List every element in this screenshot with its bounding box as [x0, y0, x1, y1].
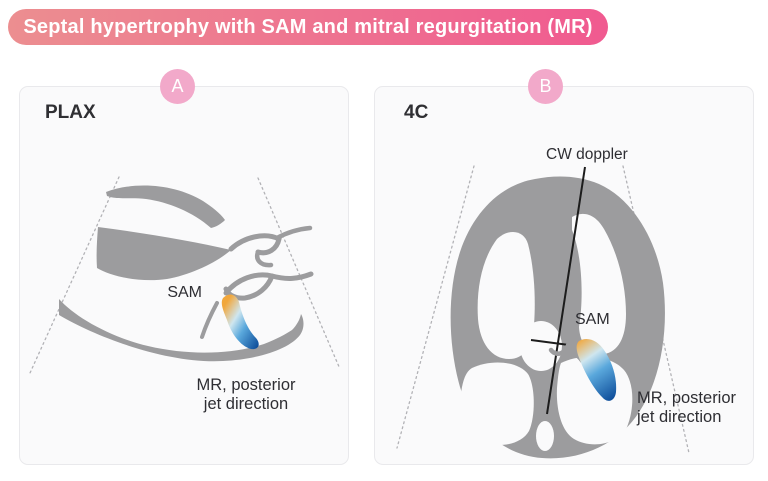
panel-a-badge-letter: A [171, 76, 184, 96]
mr-label-line1: MR, posterior [196, 376, 296, 394]
aortic-wall-line [274, 225, 313, 241]
panel-a-badge: A [160, 69, 195, 104]
septum [96, 227, 231, 281]
posterior-wall [59, 299, 304, 362]
figure-title: Septal hypertrophy with SAM and mitral r… [23, 15, 593, 38]
rv-anterior-wall [106, 185, 225, 228]
right-atrium-chamber [460, 362, 534, 446]
sector-line-left [29, 176, 120, 374]
panel-b-4c: 4C [374, 86, 754, 465]
sam-label: SAM [167, 284, 202, 301]
lvot-region [520, 321, 562, 371]
panel-a-view-label: PLAX [45, 102, 96, 123]
four-chamber-schematic: CW doppler SAM MR, posterior jet directi… [396, 146, 737, 459]
cw-doppler-label: CW doppler [546, 146, 628, 163]
sam-hook [223, 273, 275, 301]
cw-doppler-line [546, 166, 586, 415]
posterior-leaflet-stem [200, 301, 219, 339]
plax-schematic: SAM MR, posterior jet direction [29, 176, 341, 413]
mr-label-line1: MR, posterior [637, 389, 737, 407]
panel-b-badge-letter: B [539, 76, 552, 96]
interatrial-gap [536, 421, 554, 451]
panel-b-badge: B [528, 69, 563, 104]
cw-caliper-tick [530, 339, 570, 346]
panel-b-view-label: 4C [404, 102, 429, 123]
sector-line-right [257, 177, 341, 370]
mr-label-line2: jet direction [636, 408, 721, 426]
leaflet-inner-curl [255, 249, 274, 268]
mr-label-line2: jet direction [203, 395, 288, 413]
left-ventricle-chamber [572, 213, 626, 355]
mr-jet [221, 294, 259, 350]
sector-line-left [396, 165, 475, 449]
mr-jet [576, 339, 617, 401]
title-banner: Septal hypertrophy with SAM and mitral r… [8, 9, 608, 45]
right-ventricle-chamber [477, 231, 535, 359]
panel-a-plax: PLAX [19, 86, 349, 465]
anterior-leaflet-curl [228, 233, 282, 256]
sam-label: SAM [575, 311, 610, 328]
